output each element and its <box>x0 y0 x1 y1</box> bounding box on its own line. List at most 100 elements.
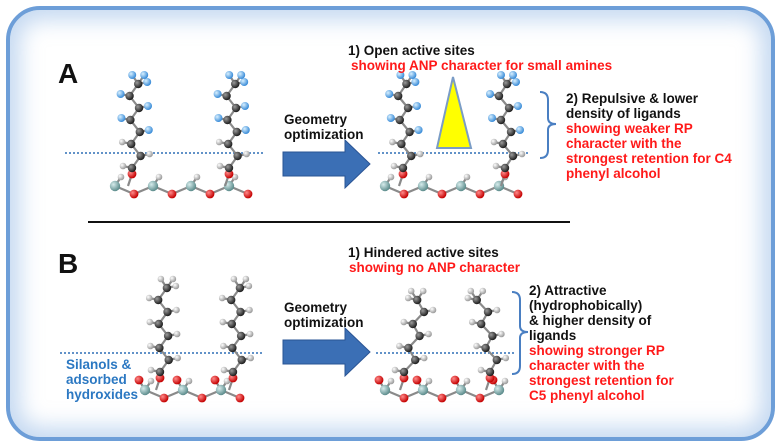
carbon-atom <box>155 343 164 353</box>
fluorine-atom <box>225 71 234 79</box>
carbon-atom <box>500 163 510 173</box>
fluorine-atom <box>509 71 517 79</box>
hydrogen-atom <box>146 150 153 158</box>
hydrogen-atom <box>147 342 154 350</box>
oxygen-atom <box>243 189 253 199</box>
carbon-atom <box>508 151 518 161</box>
hydrogen-atom <box>464 294 472 302</box>
carbon-atom <box>134 103 144 113</box>
hydrogen-atom <box>420 354 428 362</box>
hydrogen-atom <box>391 366 399 374</box>
arrow-b-label-line1: Geometry <box>284 300 348 315</box>
carbon-atom <box>163 307 172 317</box>
carbon-atom <box>162 283 172 293</box>
panel-a-heading: 1) Open active sites <box>348 43 475 58</box>
hydrogen-atom <box>501 377 509 385</box>
hydrogen-atom <box>425 330 432 338</box>
hydrogen-atom <box>147 377 155 385</box>
hydrogen-atom <box>490 138 498 146</box>
carbon-atom <box>126 115 135 125</box>
oxygen-atom <box>399 373 409 383</box>
fluorine-atom <box>140 71 149 79</box>
hydrogen-atom <box>429 306 437 314</box>
hydrogen-atom <box>245 282 253 290</box>
arrow-a-label-line2: optimization <box>284 127 364 142</box>
oxygen-atom <box>399 189 409 199</box>
surface-label-line3: hydroxides <box>66 387 139 402</box>
carbon-atom <box>155 367 165 377</box>
oxygen-atom <box>205 189 215 199</box>
carbon-atom <box>472 295 481 305</box>
carbon-atom <box>399 367 409 377</box>
hydrogen-atom <box>477 366 485 374</box>
fluorine-atom <box>486 90 494 98</box>
hydrogen-atom <box>243 150 250 158</box>
carbon-atom <box>228 343 237 353</box>
oxygen-atom <box>159 393 169 403</box>
hydrogen-atom <box>216 162 224 170</box>
fluorine-atom <box>241 126 250 134</box>
carbon-atom <box>498 139 508 149</box>
panel-b-side-line4: ligands <box>529 328 577 343</box>
fluorine-atom <box>411 78 420 86</box>
hydrogen-atom <box>407 287 415 295</box>
fluorine-atom <box>143 78 152 86</box>
silicon-atom <box>109 180 121 192</box>
fluorine-atom <box>514 102 522 110</box>
oxygen-atom <box>155 373 165 383</box>
silicon-atom <box>215 384 227 396</box>
oxygen-atom <box>127 169 137 179</box>
carbon-atom <box>485 367 495 377</box>
oxygen-atom <box>197 393 207 403</box>
carbon-atom <box>134 79 143 89</box>
hydrogen-atom <box>219 318 227 326</box>
oxygen-atom <box>228 373 238 383</box>
carbon-atom <box>163 331 173 341</box>
carbon-atom <box>237 355 246 365</box>
hydrogen-atom <box>146 318 154 326</box>
hydrogen-atom <box>463 173 471 181</box>
hydrogen-atom <box>117 173 125 181</box>
hydrogen-atom <box>119 162 127 170</box>
fluorine-atom <box>128 71 137 79</box>
carbon-atom <box>228 367 238 377</box>
hydrogen-atom <box>118 138 126 146</box>
hydrogen-atom <box>387 377 395 385</box>
oxygen-atom <box>437 393 447 403</box>
oxygen-atom <box>134 375 144 385</box>
hydrogen-atom <box>242 275 250 283</box>
carbon-atom <box>504 103 514 113</box>
molecule-b-after <box>374 287 510 403</box>
oxygen-atom <box>224 169 234 179</box>
carbon-atom <box>395 115 404 125</box>
hydrogen-atom <box>185 377 193 385</box>
silicon-atom <box>417 180 429 192</box>
fluorine-atom <box>414 126 423 134</box>
bracket-a <box>539 91 557 159</box>
hydrogen-atom <box>173 306 180 314</box>
fluorine-atom <box>516 126 524 134</box>
silicon-atom <box>379 384 391 396</box>
carbon-atom <box>483 307 493 317</box>
hydrogen-atom <box>518 150 526 158</box>
hydrogen-atom <box>425 377 433 385</box>
hydrogen-atom <box>246 306 253 314</box>
oxygen-atom <box>437 189 447 199</box>
panel-a-side-red-line2: character with the <box>566 136 682 151</box>
fluorine-atom <box>116 90 125 98</box>
carbon-atom <box>415 331 424 341</box>
molecule-b-before <box>134 275 254 403</box>
hydrogen-atom <box>390 162 398 170</box>
arrow-b <box>282 326 371 378</box>
carbon-atom <box>223 115 232 125</box>
carbon-atom <box>404 343 413 353</box>
carbon-atom <box>481 343 490 353</box>
silicon-atom <box>147 180 159 192</box>
panel-a-side-red-line1: showing weaker RP <box>566 121 693 136</box>
hydrogen-atom <box>473 342 480 350</box>
carbon-atom <box>407 151 416 161</box>
hydrogen-atom <box>172 282 180 290</box>
panel-b-side-red-line4: C5 phenyl alcohol <box>529 388 645 403</box>
carbon-atom <box>222 91 231 101</box>
